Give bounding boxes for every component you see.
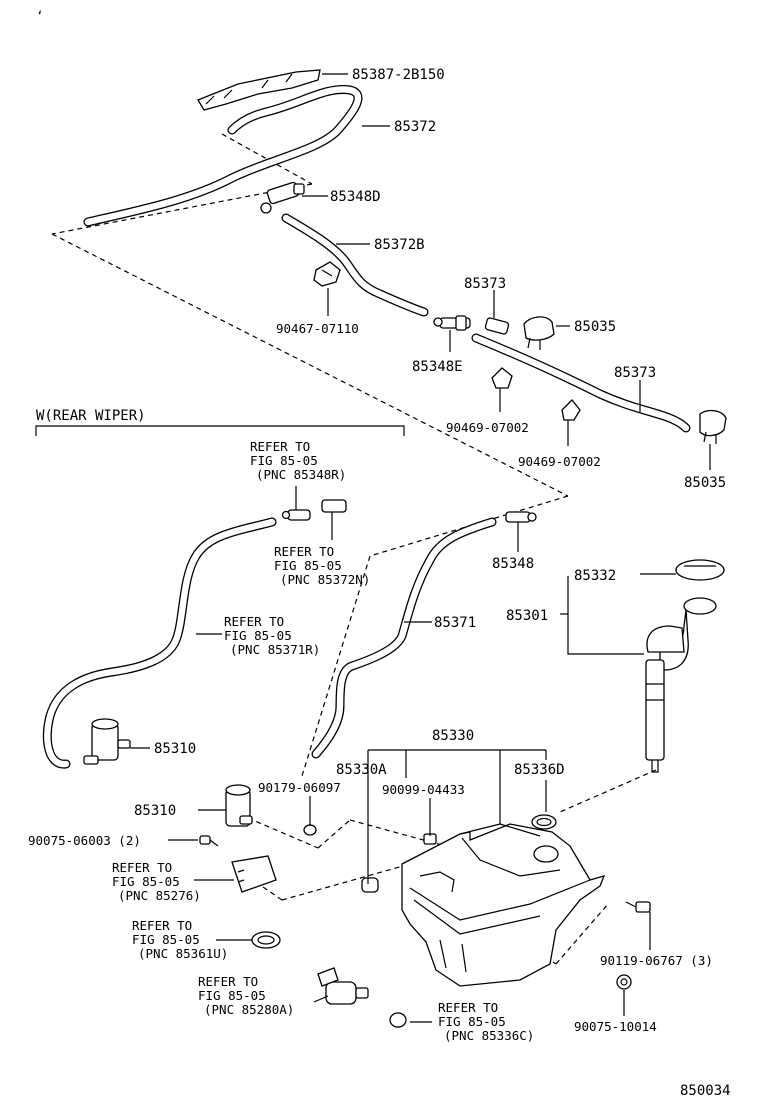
leader-lines: [130, 73, 711, 1023]
nut-90075-10014: [616, 974, 632, 990]
bolt-90075-06003: [199, 835, 219, 847]
hose-85373: [471, 333, 691, 433]
cap-85332: [675, 559, 725, 581]
clip-85387: [197, 69, 321, 111]
reference-note: REFER TO FIG 85-05 (PNC 85371R): [224, 614, 320, 657]
cap-85336C-ref: [389, 1012, 407, 1028]
pump-85310-rear: [83, 718, 131, 765]
joint-85348R-ref: [281, 509, 311, 521]
joint-85348D: [260, 181, 305, 214]
hose-piece-85373: [484, 317, 510, 335]
inlet-85301: [645, 597, 717, 773]
pump-85310-front: [225, 784, 253, 827]
joint-85348E: [433, 315, 471, 331]
seal-85336D: [531, 814, 557, 830]
part-label: 85035: [684, 475, 726, 491]
clamp-90469-a: [491, 367, 513, 389]
reference-note: REFER TO FIG 85-05 (PNC 85372N): [274, 544, 370, 587]
part-label: 85373: [464, 276, 506, 292]
part-label: 85310: [154, 741, 196, 757]
page-marker: ‘: [36, 8, 44, 23]
rear-wiper-bracket: [35, 425, 405, 436]
part-label: 85372B: [374, 237, 425, 253]
part-label: 85310: [134, 803, 176, 819]
hose-85372N-ref: [321, 499, 347, 513]
reference-note: REFER TO FIG 85-05 (PNC 85280A): [198, 974, 294, 1017]
part-label: 85332: [574, 568, 616, 584]
part-label: 90075-06003 (2): [28, 833, 141, 848]
part-label: 85348: [492, 556, 534, 572]
motor-85280A-ref: [317, 967, 369, 1005]
part-label: 90119-06767 (3): [600, 953, 713, 968]
reference-note: REFER TO FIG 85-05 (PNC 85276): [112, 860, 201, 903]
part-label: 90469-07002: [518, 454, 601, 469]
nozzle-85035-upper: [523, 316, 555, 350]
reference-note: REFER TO FIG 85-05 (PNC 85336C): [438, 1000, 534, 1043]
part-label: 90469-07002: [446, 420, 529, 435]
routing-dashed-lines: [51, 133, 657, 965]
grommet-90179: [303, 824, 317, 836]
part-label: 85372: [394, 119, 436, 135]
hose-85372: [83, 84, 363, 227]
part-label: 90075-10014: [574, 1019, 657, 1034]
part-label: 85336D: [514, 762, 565, 778]
section-title: W(REAR WIPER): [36, 408, 146, 424]
reference-note: REFER TO FIG 85-05 (PNC 85361U): [132, 918, 228, 961]
part-label: 85035: [574, 319, 616, 335]
part-label: 85330: [432, 728, 474, 744]
part-labels: 85387-2B150 85372 85348D 85372B 90467-07…: [28, 67, 726, 1034]
part-label: 85301: [506, 608, 548, 624]
tank-85330: [401, 823, 606, 987]
nozzle-85035-lower: [699, 409, 727, 444]
part-label: 85348E: [412, 359, 463, 375]
diagram-id: 850034: [680, 1083, 731, 1099]
part-label: 90467-07110: [276, 321, 359, 336]
part-label: 90179-06097: [258, 780, 341, 795]
part-label: 90099-04433: [382, 782, 465, 797]
grommet-85330A: [361, 877, 379, 893]
hose-85371: [311, 517, 497, 759]
reference-note: REFER TO FIG 85-05 (PNC 85348R): [250, 439, 346, 482]
part-label: 85330A: [336, 762, 387, 778]
hose-85371R-ref: [42, 517, 277, 769]
part-label: 85371: [434, 615, 476, 631]
bracket-85276-ref: [231, 855, 277, 893]
clamp-90469-b: [561, 399, 581, 421]
hose-85372B: [281, 213, 429, 317]
clamp-85361U-ref: [251, 931, 281, 949]
joint-85348: [505, 511, 537, 523]
part-label: 85373: [614, 365, 656, 381]
reference-notes: REFER TO FIG 85-05 (PNC 85348R) REFER TO…: [112, 439, 534, 1043]
clamp-90467: [313, 261, 341, 287]
bolt-90119: [625, 901, 651, 913]
part-label: 85348D: [330, 189, 381, 205]
part-label: 85387-2B150: [352, 67, 445, 83]
